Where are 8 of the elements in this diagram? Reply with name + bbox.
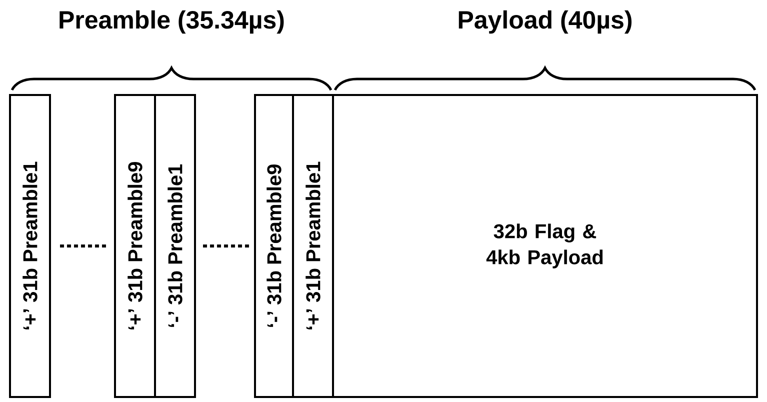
preamble-block: ‘-’ 31b Preamble1 [154, 94, 196, 398]
payload-block: 32b Flag & 4kb Payload [332, 94, 758, 398]
section-heading: Preamble (35.34µs) [60, 10, 284, 34]
preamble-block: ‘-’ 31b Preamble9 [254, 94, 294, 398]
preamble-block: ‘+’ 31b Preamble9 [114, 94, 156, 398]
preamble-block: ‘+’ 31b Preamble1 [9, 94, 51, 398]
preamble-block: ‘+’ 31b Preamble1 [292, 94, 334, 398]
section-heading: Payload (40µs) [458, 10, 632, 34]
